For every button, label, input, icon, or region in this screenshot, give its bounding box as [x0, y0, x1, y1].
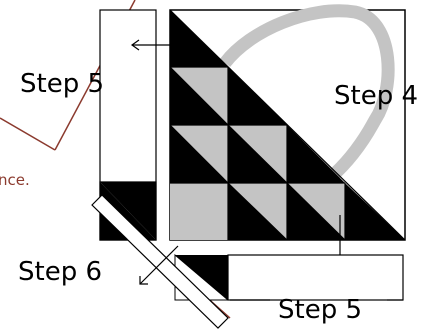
bottom-strip — [227, 254, 404, 301]
label-step5-bottom: Step 5 — [278, 295, 362, 325]
left-arrow-head — [130, 39, 140, 51]
left-strip-black-outline — [99, 181, 157, 241]
label-step6: Step 6 — [18, 257, 102, 287]
grey-arc — [219, 4, 395, 183]
label-step4: Step 4 — [334, 81, 418, 111]
label-step5-left: Step 5 — [20, 69, 104, 99]
sq-r4c1-gray — [170, 183, 228, 240]
grid-lines — [169, 9, 406, 241]
partial-caption: nce. — [0, 171, 30, 189]
diagonal-strip — [91, 194, 229, 329]
brown-line-upper — [0, 117, 56, 151]
diag-arrow-shaft — [139, 245, 179, 285]
diag-arrow-head — [139, 276, 148, 285]
